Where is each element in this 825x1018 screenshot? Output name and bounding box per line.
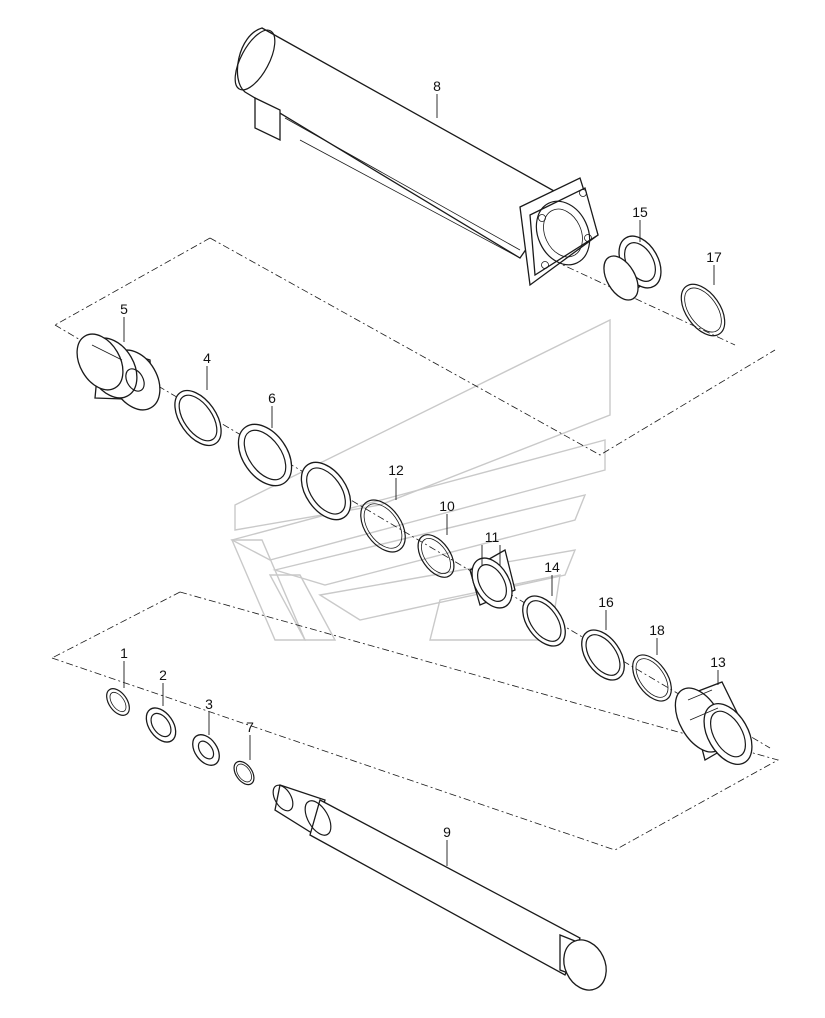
callout-4: 4: [203, 350, 211, 366]
callout-14: 14: [544, 559, 560, 575]
ring-12: [360, 499, 406, 553]
center-axis: [51, 209, 771, 851]
gland-13: [674, 681, 753, 765]
callout-1: 1: [120, 645, 128, 661]
callout-7: 7: [246, 719, 254, 735]
o-ring-7: [233, 760, 255, 786]
ring-10: [417, 534, 455, 578]
piston-rod-9: [272, 784, 607, 991]
callout-leaders: [123, 94, 719, 866]
ring-4: [174, 389, 222, 447]
callout-10: 10: [439, 498, 455, 514]
o-ring-17: [680, 283, 726, 337]
ring-16: [581, 629, 625, 681]
callout-15: 15: [632, 204, 648, 220]
cylinder-tube: [234, 27, 599, 287]
bushing-15: [603, 235, 662, 301]
ring-6b: [300, 461, 352, 521]
assembly-frame-lower: [51, 591, 780, 851]
ring-18: [632, 654, 672, 702]
callout-3: 3: [205, 696, 213, 712]
washer-2: [145, 707, 177, 743]
callout-9: 9: [443, 824, 451, 840]
callout-8: 8: [433, 78, 441, 94]
callout-6: 6: [268, 390, 276, 406]
callout-16: 16: [598, 594, 614, 610]
callout-11: 11: [485, 529, 500, 545]
watermark-logo: [230, 318, 611, 641]
assembly-frame-upper: [54, 237, 776, 456]
ring-6: [237, 423, 293, 487]
ring-14: [522, 595, 566, 647]
callout-18: 18: [649, 622, 665, 638]
bushing-11: [469, 549, 516, 609]
callout-labels: 8 15 17 5 4 6 12 10 11 14 16 18 13 1 2 3…: [120, 78, 726, 840]
callout-5: 5: [120, 301, 128, 317]
callout-12: 12: [388, 462, 404, 478]
callout-13: 13: [710, 654, 726, 670]
piston-5: [76, 333, 161, 411]
nut-3: [192, 734, 220, 766]
snap-ring-1: [106, 688, 130, 716]
callout-2: 2: [159, 667, 167, 683]
callout-17: 17: [706, 249, 722, 265]
